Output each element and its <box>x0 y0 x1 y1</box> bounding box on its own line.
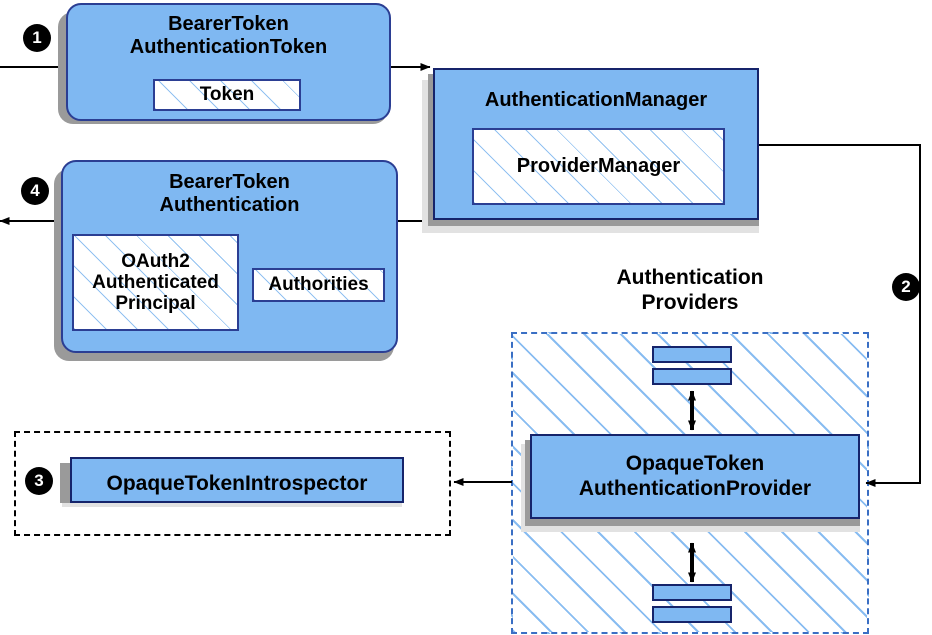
bearer-token-authentication-token-title: BearerToken AuthenticationToken <box>129 13 328 58</box>
bearer-token-authentication-title: BearerToken Authentication <box>159 171 300 216</box>
token-box[interactable]: Token <box>153 79 301 111</box>
opaque-token-introspector-title: OpaqueTokenIntrospector <box>106 472 368 496</box>
authorities-box[interactable]: Authorities <box>252 268 385 302</box>
provider-manager-box[interactable]: ProviderManager <box>472 128 725 205</box>
opaque-token-authentication-provider-title: OpaqueToken AuthenticationProvider <box>578 452 812 500</box>
provider-list-item-bottom-2[interactable] <box>652 606 732 623</box>
bearer-token-authentication[interactable]: BearerToken Authentication OAuth2 Authen… <box>61 160 398 353</box>
badge-step-4: 4 <box>22 178 48 204</box>
authentication-manager-title: AuthenticationManager <box>484 89 708 111</box>
opaque-token-introspector[interactable]: OpaqueTokenIntrospector <box>70 457 404 503</box>
provider-list-item-top-2[interactable] <box>652 368 732 385</box>
provider-list-item-top-1[interactable] <box>652 346 732 363</box>
bearer-token-authentication-token[interactable]: BearerToken AuthenticationToken Token <box>66 3 391 121</box>
badge-step-3: 3 <box>26 468 52 494</box>
oauth2-authenticated-principal-box[interactable]: OAuth2 Authenticated Principal <box>72 234 239 331</box>
badge-step-1: 1 <box>24 25 50 51</box>
authentication-manager[interactable]: AuthenticationManager ProviderManager <box>433 68 759 220</box>
badge-step-2: 2 <box>893 274 919 300</box>
provider-list-item-bottom-1[interactable] <box>652 584 732 601</box>
opaque-token-authentication-provider[interactable]: OpaqueToken AuthenticationProvider <box>530 434 860 519</box>
group-authentication-providers-label: Authentication Providers <box>616 266 764 314</box>
